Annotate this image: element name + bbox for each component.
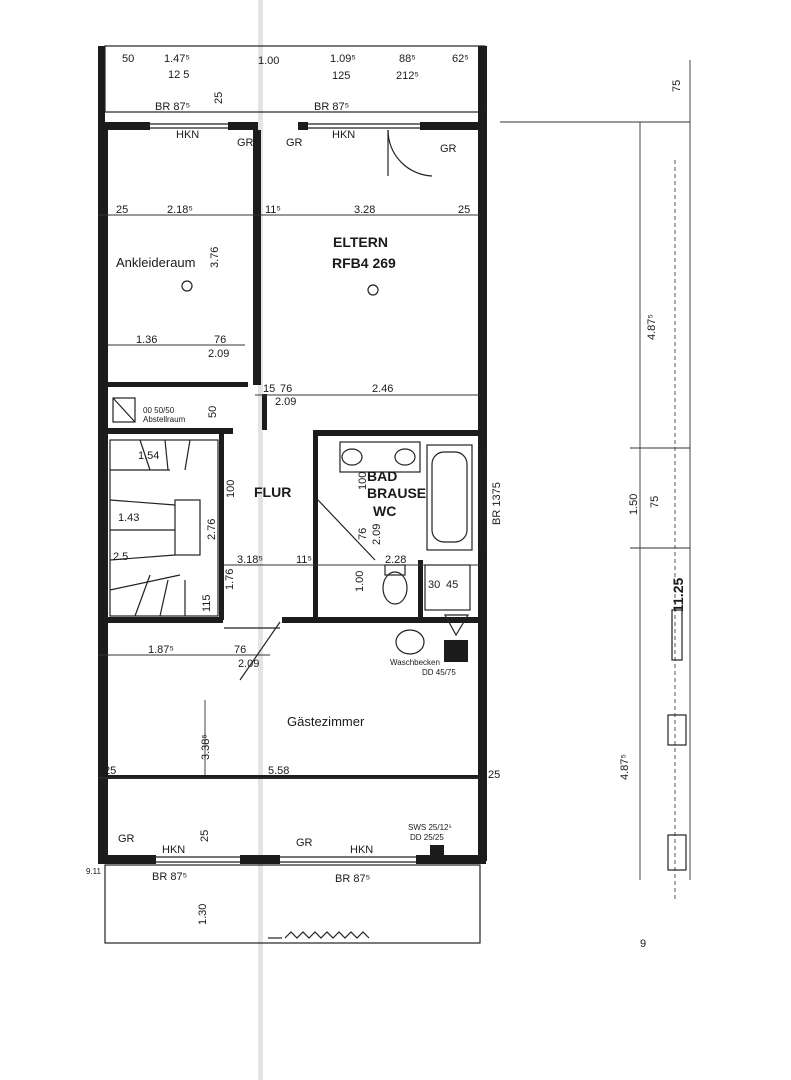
dim-label: 3.38⁵ <box>200 734 212 760</box>
dim-label: 15 <box>263 383 275 395</box>
room-flur: FLUR <box>254 484 291 500</box>
dim-label: 2.09 <box>371 524 383 545</box>
dim-label: HKN <box>332 129 355 141</box>
dim-label: 1.50 <box>628 494 640 515</box>
dim-label: 50 <box>122 53 134 65</box>
dimension-lines <box>98 60 691 900</box>
dim-label: 2.76 <box>206 519 218 540</box>
dim-label: BR 87⁵ <box>152 871 187 883</box>
room-abstell: Abstellraum <box>143 415 186 424</box>
dim-label: 3.18⁵ <box>237 554 263 566</box>
dim-label: GR <box>237 137 254 149</box>
dim-label: 100 <box>225 480 237 498</box>
dim-label: 25 <box>104 765 116 777</box>
dim-label: 212⁵ <box>396 70 419 82</box>
dim-label: HKN <box>162 844 185 856</box>
dim-label: GR <box>440 143 457 155</box>
dim-label: 1.00 <box>354 571 366 592</box>
dim-label: 75 <box>649 496 661 508</box>
room-wc: WC <box>373 503 396 519</box>
room-ankleide: Ankleideraum <box>116 255 196 270</box>
dim-label: BR 87⁵ <box>314 101 349 113</box>
windows <box>150 123 487 863</box>
room-bad: BAD <box>367 468 397 484</box>
dim-label: 1.47⁵ <box>164 53 190 65</box>
room-eltern: ELTERN <box>333 234 388 250</box>
dim-label: 2.28 <box>385 554 406 566</box>
dim-label: 2.09 <box>208 348 229 360</box>
dim-label: 45 <box>446 579 458 591</box>
staircase <box>109 439 219 617</box>
label-sws: SWS 25/12⁵ <box>408 823 452 832</box>
dim-label: HKN <box>350 844 373 856</box>
dim-label: 76 <box>357 528 369 540</box>
dim-label: 9.11 <box>86 867 102 876</box>
room-eltern-area: RFB4 269 <box>332 255 396 271</box>
dim-label: BR 87⁵ <box>335 873 370 885</box>
dim-label: GR <box>286 137 303 149</box>
dim-label: 50 <box>207 406 219 418</box>
dim-label: 125 <box>332 70 350 82</box>
dim-label: 2.18⁵ <box>167 204 193 216</box>
dim-label: 2.46 <box>372 383 393 395</box>
dim-label: 100 <box>357 472 369 490</box>
dim-label: 5.58 <box>268 765 289 777</box>
dim-label: 11⁵ <box>265 204 281 216</box>
dim-label: BR 1375 <box>491 482 503 525</box>
label-waschbecken: Waschbecken <box>390 658 440 667</box>
dim-label: 12 5 <box>168 69 189 81</box>
dim-label: GR <box>118 833 135 845</box>
dim-label: 1.43 <box>118 512 139 524</box>
dim-label: 1.09⁵ <box>330 53 356 65</box>
dim-label: 1.00 <box>258 55 279 67</box>
dim-label: 115 <box>201 594 213 612</box>
room-gaeste: Gästezimmer <box>287 714 365 729</box>
outer-walls <box>98 46 487 864</box>
dim-label: 76 <box>280 383 292 395</box>
dim-label: 25 <box>213 92 225 104</box>
dim-label: 2.5 <box>113 551 128 563</box>
dim-label: 25 <box>116 204 128 216</box>
room-labels: ELTERN RFB4 269 Ankleideraum FLUR BAD BR… <box>116 234 456 729</box>
dim-label: 88⁵ <box>399 53 416 65</box>
dim-label: 1.36 <box>136 334 157 346</box>
label-wasch-dd: DD 45/75 <box>422 668 456 677</box>
dim-label: 11⁵ <box>296 554 312 566</box>
dim-label: 25 <box>458 204 470 216</box>
dim-label: 75 <box>671 80 683 92</box>
dim-label: 3.76 <box>209 247 221 268</box>
dim-label: 2.09 <box>275 396 296 408</box>
room-abstell-size: 00 50/50 <box>143 406 175 415</box>
dim-label: 4.87⁵ <box>619 754 631 780</box>
dim-label: 1.87⁵ <box>148 644 174 656</box>
room-brause: BRAUSE <box>367 485 426 501</box>
doors <box>112 129 687 871</box>
dim-label: HKN <box>176 129 199 141</box>
dimension-labels: 50 1.47⁵ 12 5 1.00 1.09⁵ 125 88⁵ 212⁵ 62… <box>86 53 686 950</box>
dim-label: 4.87⁵ <box>646 314 658 340</box>
dim-label: 76 <box>214 334 226 346</box>
balconies <box>104 45 486 944</box>
hatch-mark <box>284 931 370 939</box>
dim-label: 30 <box>428 579 440 591</box>
dim-label: 1.76 <box>224 569 236 590</box>
interior-walls <box>108 130 482 623</box>
dim-label: 76 <box>234 644 246 656</box>
dim-label: 25 <box>488 769 500 781</box>
dim-label: GR <box>296 837 313 849</box>
page-mark: 9 <box>640 938 646 950</box>
dim-label: 3.28 <box>354 204 375 216</box>
dim-label: 25 <box>199 830 211 842</box>
dim-label: BR 87⁵ <box>155 101 190 113</box>
dim-label: 1.30 <box>197 904 209 925</box>
label-sws-dd: DD 25/25 <box>410 833 444 842</box>
dim-label: 62⁵ <box>452 53 469 65</box>
dim-label: 2.09 <box>238 658 259 670</box>
dim-label: 1.54 <box>138 450 159 462</box>
bath-fixtures <box>317 441 473 662</box>
dim-total-length: 11.25 <box>670 578 686 612</box>
scan-fold-line <box>258 0 263 1080</box>
